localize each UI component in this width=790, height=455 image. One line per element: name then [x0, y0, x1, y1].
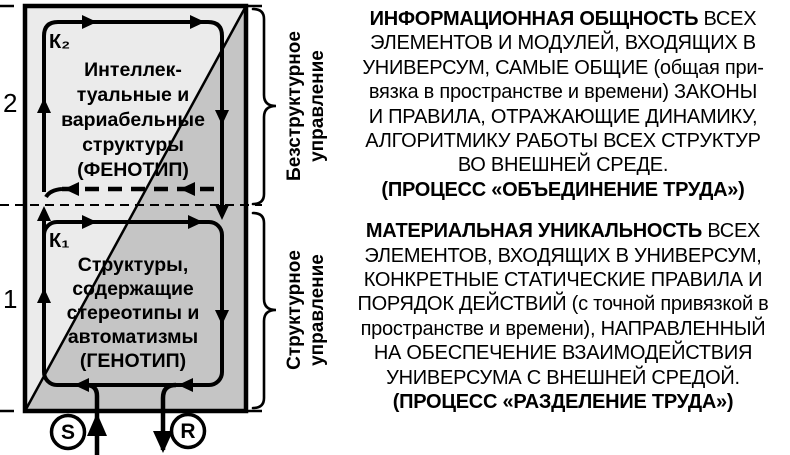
stimulus-line	[85, 382, 100, 455]
k1-block-line: (ГЕНОТИП)	[80, 350, 186, 372]
arrow-left-icon	[74, 378, 89, 392]
k2-block-line: структуры	[82, 134, 184, 156]
arrow-up-icon	[87, 413, 107, 436]
k1-block-line: содержащие	[72, 278, 194, 300]
outer-box-border	[22, 3, 249, 414]
arrow-left-icon	[180, 182, 195, 196]
k2-dashed-return-hook	[44, 187, 63, 199]
arrow-down-icon	[153, 431, 173, 453]
brace-lower	[251, 211, 277, 410]
section1-number: 1	[3, 284, 17, 314]
k2-loop	[42, 20, 224, 216]
information-commonality-paragraph: ИНФОРМАЦИОННАЯ ОБЩНОСТЬ ВСЕХ ЭЛЕМЕНТОВ И…	[362, 8, 764, 201]
k2-block-line: туальные и	[77, 84, 190, 106]
k2-block-line: Интеллек-	[84, 59, 182, 81]
arrow-down-icon	[215, 205, 229, 220]
arrow-right-icon	[82, 215, 97, 229]
arrow-up-icon	[37, 98, 51, 113]
arrow-down-icon	[215, 310, 229, 325]
arrow-left-icon	[178, 378, 193, 392]
k2-block-line: вариабельные	[61, 109, 205, 131]
arrow-right-icon	[188, 215, 203, 229]
arrow-right-icon	[190, 15, 205, 29]
structure-diagram: S R 2 1 К₂ К₁ Интеллек- туальные и вариа…	[0, 3, 328, 455]
right-panel: ИНФОРМАЦИОННАЯ ОБЩНОСТЬ ВСЕХ ЭЛЕМЕНТОВ И…	[332, 7, 790, 415]
reaction-line	[160, 382, 177, 450]
material-uniqueness-paragraph: МАТЕРИАЛЬНАЯ УНИКАЛЬНОСТЬ ВСЕХ ЭЛЕМЕНТОВ…	[357, 220, 769, 414]
k1-loop	[42, 220, 224, 387]
section2-number: 2	[3, 88, 17, 118]
k2-label: К₂	[49, 31, 70, 53]
k2-block-line: (ФЕНОТИП)	[77, 159, 189, 181]
diagonal-line	[23, 5, 248, 412]
brace-upper	[251, 7, 277, 206]
k1-block-line: стереотипы и	[67, 302, 200, 324]
reaction-circle	[169, 412, 207, 450]
structured-control-label-line1: Структурное	[284, 250, 305, 370]
stimulus-label: S	[61, 421, 75, 444]
reaction-label: R	[180, 420, 195, 443]
unstructured-control-label-line1: Безструктурное	[284, 31, 305, 181]
k1-label: К₁	[49, 230, 69, 252]
arrow-down-icon	[215, 110, 229, 125]
arrow-left-icon	[64, 182, 79, 196]
structured-control-label-line2: управление	[307, 254, 328, 366]
k1-block-line: Структуры,	[78, 254, 189, 276]
arrow-right-icon	[82, 15, 97, 29]
arrow-up-icon	[37, 288, 51, 303]
unstructured-control-label-line2: управление	[307, 50, 328, 162]
k1-block-line: автоматизмы	[68, 326, 198, 348]
stimulus-circle	[49, 413, 87, 451]
arrow-up-icon	[37, 206, 51, 221]
